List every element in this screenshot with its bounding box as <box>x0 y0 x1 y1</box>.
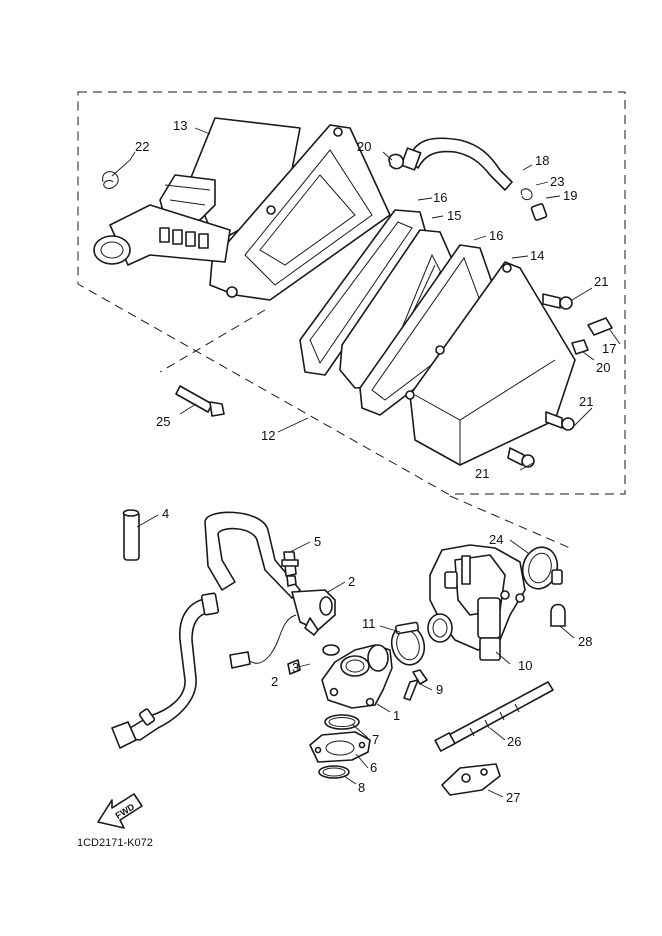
callout-7: 7 <box>372 732 379 747</box>
callout-numbers: 13 22 20 16 15 16 14 18 23 19 21 17 20 2… <box>135 118 616 805</box>
callout-25: 25 <box>156 414 170 429</box>
callout-26: 26 <box>507 734 521 749</box>
callout-16-right: 16 <box>489 228 503 243</box>
callout-3: 3 <box>292 660 299 675</box>
part-21-screws <box>507 293 575 468</box>
intake-snorkel <box>93 204 231 266</box>
part-3-oring <box>287 644 340 675</box>
callout-17: 17 <box>602 341 616 356</box>
part-10-carburetor <box>427 544 526 661</box>
callout-19: 19 <box>563 188 577 203</box>
part-1-manifold <box>321 644 393 709</box>
callout-22: 22 <box>135 139 149 154</box>
part-4-hose-piece <box>122 509 140 561</box>
callout-8: 8 <box>358 780 365 795</box>
callout-18: 18 <box>535 153 549 168</box>
callout-21-bottom: 21 <box>475 466 489 481</box>
callout-15: 15 <box>447 208 461 223</box>
callout-23: 23 <box>550 174 564 189</box>
part-11-clamp <box>390 621 426 666</box>
callout-1: 1 <box>393 708 400 723</box>
callout-16-left: 16 <box>433 190 447 205</box>
part-6-gasket <box>309 731 371 763</box>
part-14-cleaner-cap <box>405 261 576 466</box>
part-13-air-cleaner-case <box>159 117 391 301</box>
callout-11: 11 <box>362 616 376 631</box>
air-cleaner-group-boundary <box>77 91 626 549</box>
callout-12: 12 <box>261 428 275 443</box>
callout-13: 13 <box>173 118 187 133</box>
callout-4: 4 <box>162 506 169 521</box>
callout-21-mid: 21 <box>579 394 593 409</box>
part-18-breather-hose <box>400 137 513 191</box>
part-27-bracket <box>441 763 501 796</box>
callout-2-bottom: 2 <box>271 674 278 689</box>
part-22-clip <box>102 151 136 189</box>
fwd-arrow-icon: FWD <box>97 793 143 829</box>
callout-21-top: 21 <box>594 274 608 289</box>
callout-28: 28 <box>578 634 592 649</box>
part-2-sensor <box>229 589 336 669</box>
part-17-20-drain <box>571 317 613 355</box>
leader-lines <box>136 127 621 798</box>
part-8-oring <box>318 765 350 779</box>
callout-5: 5 <box>314 534 321 549</box>
part-28-cap <box>550 603 566 627</box>
part-7-oring <box>324 714 360 730</box>
part-23-19-clip-plug <box>520 188 548 221</box>
part-26-cable-tie <box>434 681 554 752</box>
callout-10: 10 <box>518 658 532 673</box>
callout-20-top: 20 <box>357 139 371 154</box>
part-24-clamp-band <box>521 546 563 590</box>
diagram-code: 1CD2171-K072 <box>77 837 153 849</box>
callout-27: 27 <box>506 790 520 805</box>
callout-14: 14 <box>530 248 544 263</box>
callout-24: 24 <box>489 532 503 547</box>
callout-20-right: 20 <box>596 360 610 375</box>
callout-2-top: 2 <box>348 574 355 589</box>
callout-9: 9 <box>436 682 443 697</box>
part-9-screw <box>403 669 428 701</box>
fuel-hose <box>111 511 301 749</box>
part-20-clamp-top <box>382 151 405 170</box>
part-25-bolt <box>175 385 225 417</box>
callout-6: 6 <box>370 760 377 775</box>
